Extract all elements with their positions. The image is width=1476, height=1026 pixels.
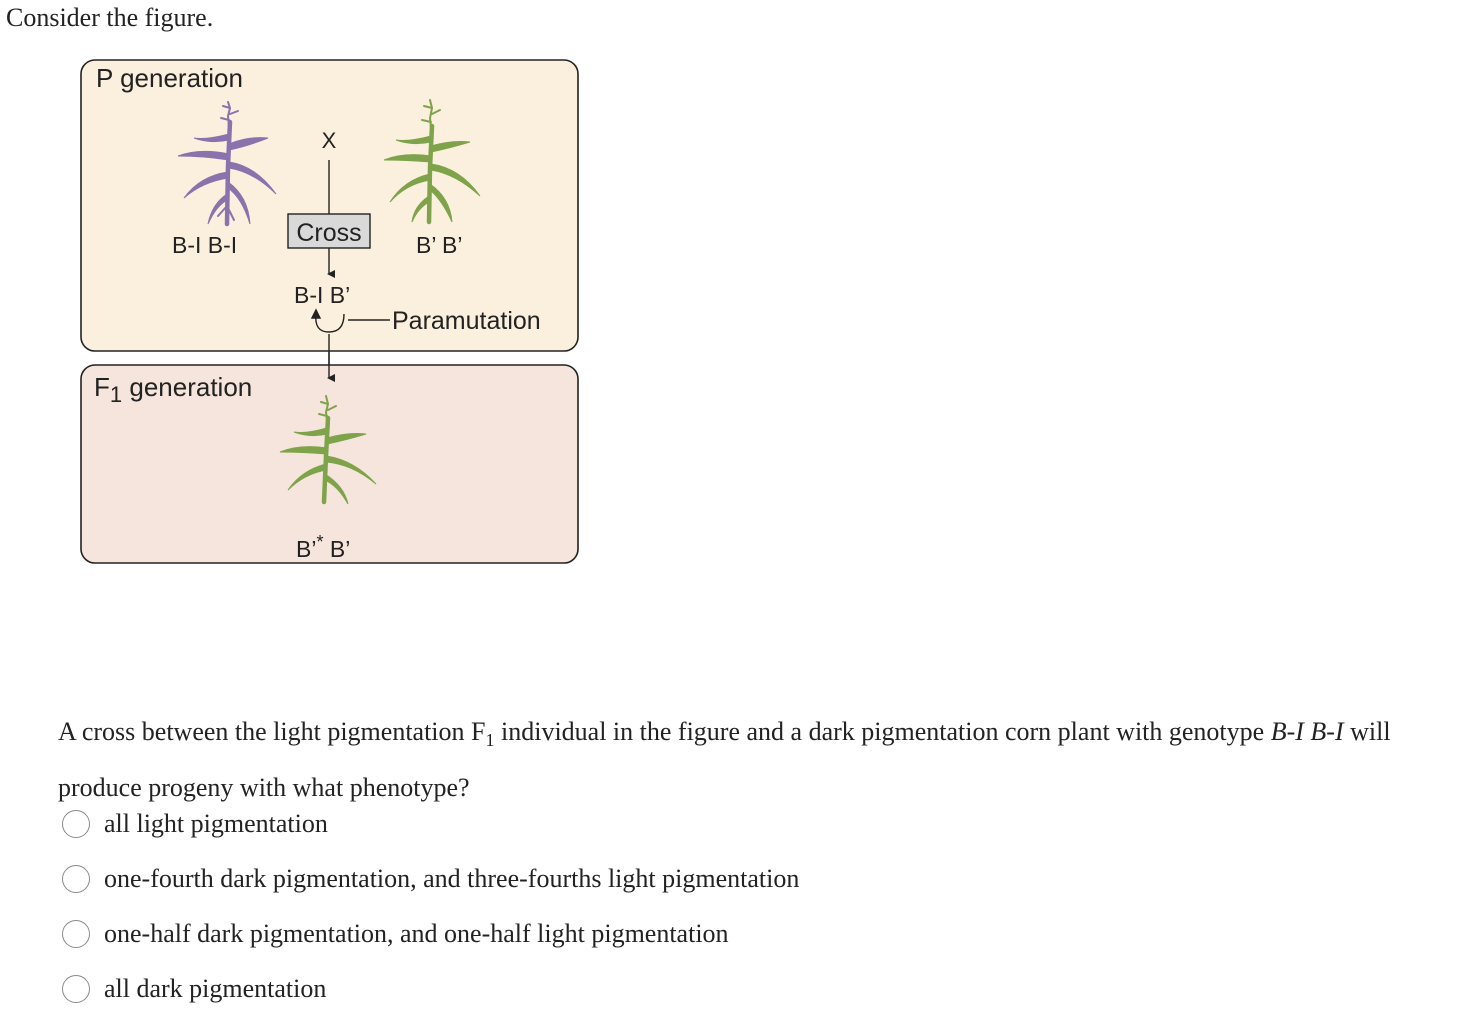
offspring-genotype: B-I B’ — [294, 282, 350, 308]
question-text: A cross between the light pigmentation F… — [58, 717, 1391, 803]
cross-box — [287, 213, 371, 249]
choice-label-4[interactable]: all dark pigmentation — [104, 973, 327, 1003]
radio-button-1[interactable] — [62, 809, 90, 838]
f1-genotype: B’* B’ — [296, 532, 350, 562]
choice-label-2[interactable]: one-fourth dark pigmentation, and three-… — [104, 863, 800, 893]
choice-2[interactable]: one-fourth dark pigmentation, and three-… — [62, 851, 799, 906]
radio-button-2[interactable] — [62, 864, 90, 893]
radio-button-3[interactable] — [62, 919, 90, 948]
f1-green-corn-plant-icon — [279, 395, 377, 505]
green-corn-plant-icon — [383, 99, 481, 225]
f1-generation-title: F1 generation — [94, 372, 252, 407]
right-genotype: B’ B’ — [416, 232, 462, 258]
figure-svg: P generation X Cross — [80, 59, 579, 564]
choice-label-3[interactable]: one-half dark pigmentation, and one-half… — [104, 918, 729, 948]
p-generation-title: P generation — [96, 63, 243, 93]
cross-label: Cross — [296, 219, 361, 247]
choice-4[interactable]: all dark pigmentation — [62, 961, 799, 1016]
paramutation-loop-icon — [310, 308, 390, 333]
paramutation-label: Paramutation — [392, 307, 541, 335]
answer-choices: all light pigmentation one-fourth dark p… — [62, 796, 799, 1016]
left-genotype: B-I B-I — [172, 232, 237, 258]
intro-text: Consider the figure. — [6, 3, 214, 32]
purple-corn-plant-icon — [177, 101, 277, 227]
choice-label-1[interactable]: all light pigmentation — [104, 808, 328, 838]
radio-button-4[interactable] — [62, 974, 90, 1003]
choice-3[interactable]: one-half dark pigmentation, and one-half… — [62, 906, 799, 961]
choice-1[interactable]: all light pigmentation — [62, 796, 799, 851]
cross-symbol: X — [322, 128, 337, 153]
paramutation-figure: P generation X Cross — [78, 56, 584, 568]
